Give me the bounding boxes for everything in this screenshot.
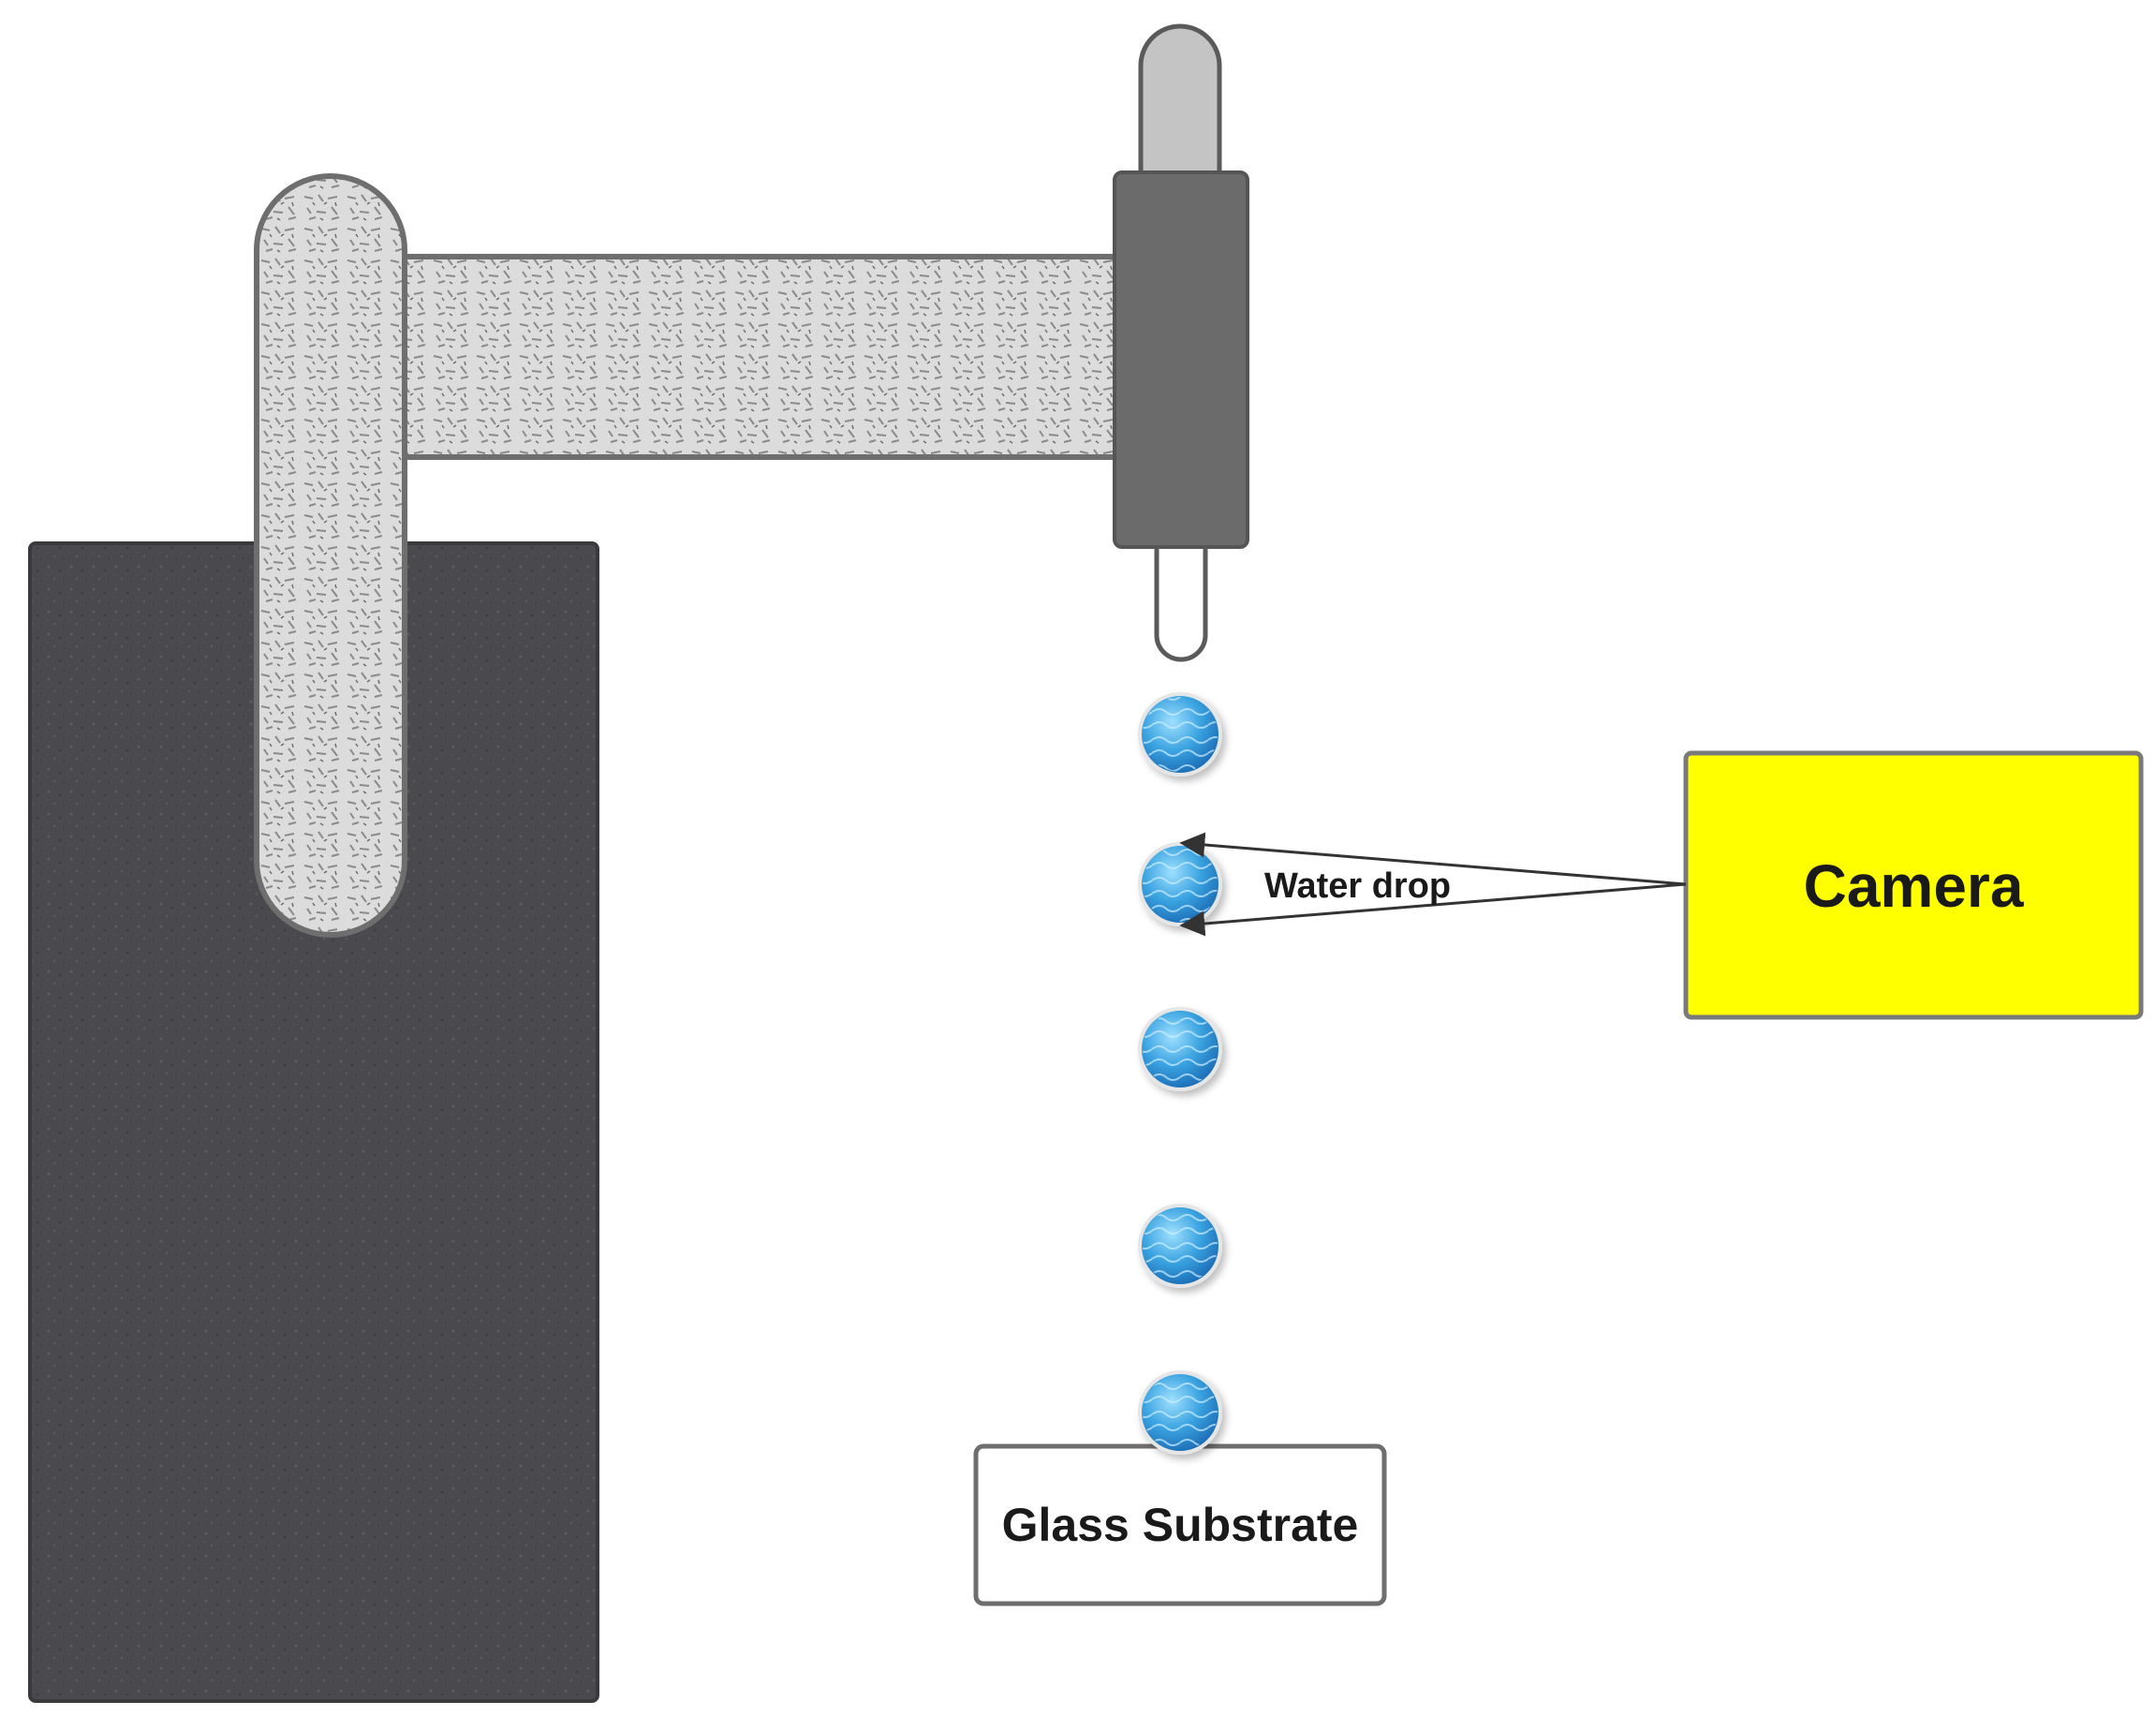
syringe-body <box>1113 170 1249 549</box>
water-drops <box>1138 692 1222 1455</box>
water-drop-icon <box>1138 1370 1222 1455</box>
camera-arrow-upper <box>1179 832 1687 886</box>
camera-arrow-lower <box>1179 882 1687 937</box>
camera-label: Camera <box>1804 852 2024 920</box>
water-drop-icon <box>1138 1204 1222 1288</box>
water-drop-label: Water drop <box>1264 866 1451 906</box>
water-drop-icon <box>1138 692 1222 777</box>
glass-substrate-label: Glass Substrate <box>1002 1499 1359 1551</box>
vertical-rod <box>254 173 407 938</box>
water-drop-icon <box>1138 1007 1222 1091</box>
water-drop-icon <box>1138 842 1222 926</box>
horizontal-arm <box>372 254 1127 460</box>
